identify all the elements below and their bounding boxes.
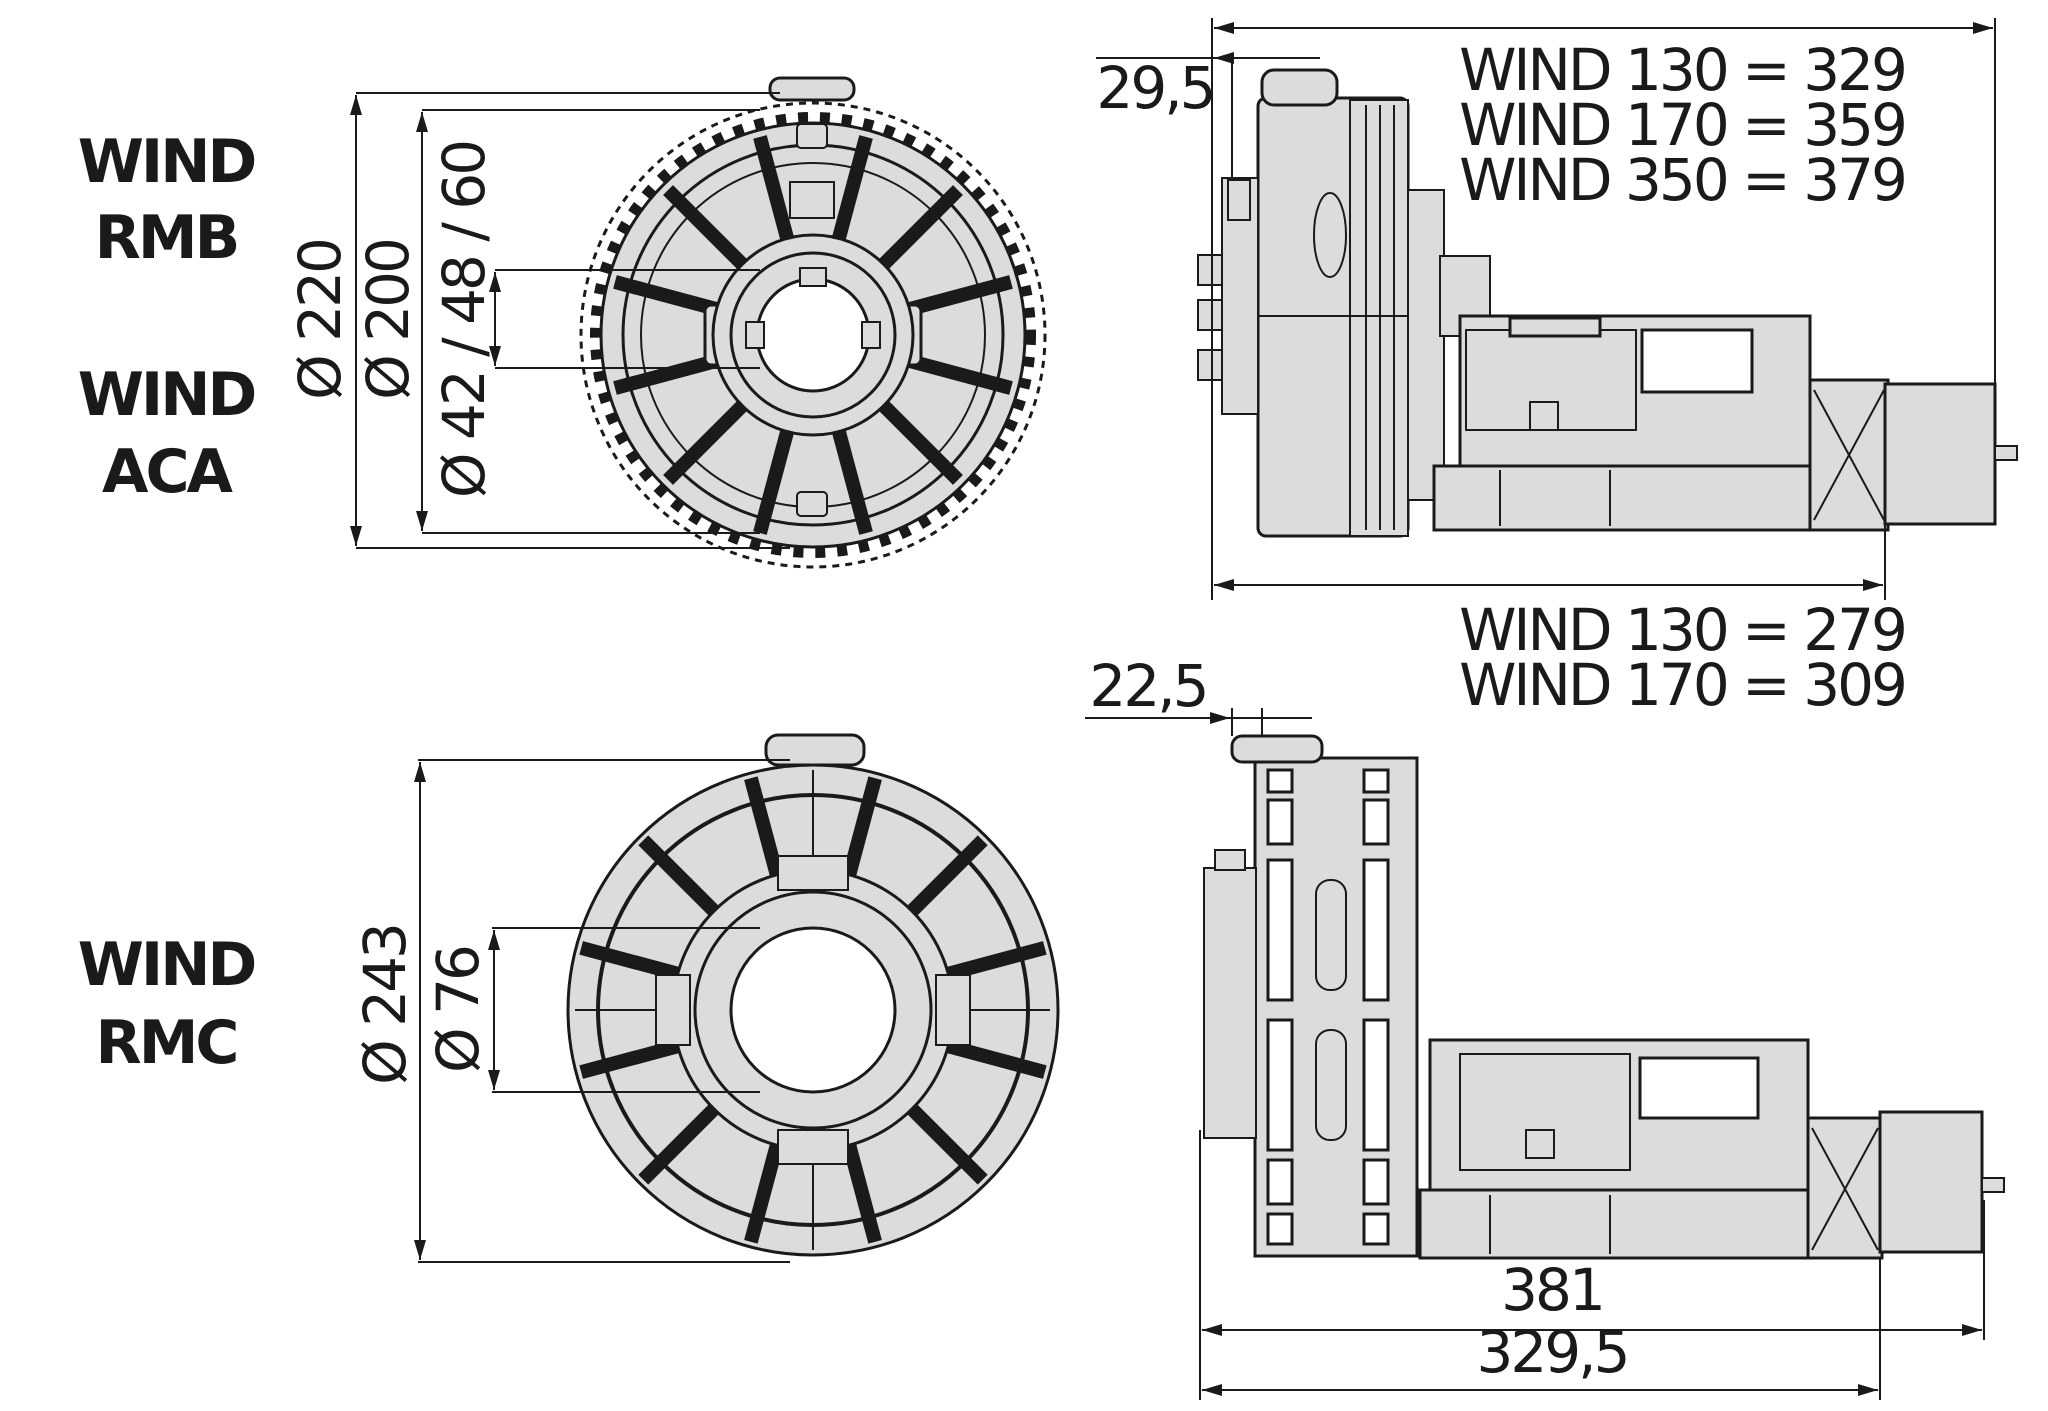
top-side-clamp-2 [1197,299,1223,331]
dim-rmc-length-a: 381 [1501,1256,1603,1324]
dim-rmc-length-b: 329,5 [1476,1318,1627,1386]
hub-ring [729,251,897,419]
shaft-key-top [799,267,827,287]
rmc-side-motor-barrel [1418,1188,1818,1260]
rmc-side-motor-cover [1638,1056,1760,1120]
top-side-slot [1313,192,1347,278]
label-wind-rmb-line2: RMB [95,203,238,273]
outer-envelope-dashed [579,101,1047,569]
label-wind-rmb-line1: WIND [78,127,255,197]
rmc-side-endcap [1878,1110,1984,1254]
top-side-clamp-1 [1197,254,1223,286]
top-side-bolt [1227,179,1251,221]
top-side-shaft-end [1994,445,2018,461]
top-side-gear [1407,189,1445,501]
top-side-view [1197,68,2018,538]
rmc-side-flange [1203,867,1257,1139]
rmc-hub-lug-bottom [777,1129,849,1165]
dim-rmc-outer-diameter: Ø 243 [351,925,419,1085]
rmc-side-center-slot [1315,879,1347,991]
top-side-brake-cross [1813,389,1885,521]
rmc-side-brake-cross [1811,1127,1879,1251]
bottom-side-view [1203,734,2005,1260]
rmc-hub-lug-top [777,855,849,891]
rmc-drum-spokes [579,776,1047,1244]
top-side-clamp-3 [1197,349,1223,381]
top-bolt [796,123,828,149]
dim-top-drum-diameter: Ø 200 [354,240,422,400]
dim-top-overall-length-1: WIND 130 = 329 [1459,36,1905,104]
dim-rmc-side-offset: 22,5 [1089,652,1206,720]
dim-rmc-shaft-diameter: Ø 76 [424,947,492,1073]
rmc-hub-ring [693,890,933,1130]
top-bracket [789,181,835,219]
shaft-key-right [861,321,881,349]
rmc-hub-lug-left [655,974,691,1046]
top-side-endcap [1883,382,1997,526]
top-side-dimensions: 29,5 WIND 130 = 329 WIND 170 = 359 WIND … [1096,18,1996,719]
top-side-motor-barrel [1432,464,1816,532]
label-wind-aca-line2: ACA [102,437,233,507]
top-side-cap [1260,68,1339,107]
label-wind-rmc-line2: RMC [96,1008,237,1078]
bottom-front-view [566,733,1060,1257]
rmc-side-cap [1230,734,1324,764]
dim-top-lower-length-2: WIND 170 = 309 [1459,651,1905,719]
top-front-dimensions: Ø 220 Ø 200 Ø 42 / 48 / 60 [286,92,790,549]
rmc-hub-lug-right [935,974,971,1046]
rmc-side-motor-knob [1525,1129,1555,1159]
shaft-bore [755,277,871,393]
label-wind-rmc-line1: WIND [78,930,255,1000]
rmc-side-center-slot-2 [1315,1029,1347,1141]
dim-top-outer-diameter: Ø 220 [286,240,354,400]
rmc-shaft-bore [729,926,897,1094]
bottom-bolt [796,491,828,517]
bottom-side-dimensions: 22,5 381 329,5 [1085,652,1985,1400]
top-side-motor-cover [1640,328,1754,394]
top-side-motor-knob [1529,401,1559,431]
rmc-side-flange-top [1214,849,1246,871]
model-labels: WIND RMB WIND ACA WIND RMC [78,127,258,1078]
top-cap [768,76,856,102]
label-wind-aca-line1: WIND [78,360,255,430]
bottom-front-dimensions: Ø 243 Ø 76 [351,759,790,1263]
dim-top-lower-length-1: WIND 130 = 279 [1459,596,1905,664]
top-side-handle [1508,316,1602,338]
dim-top-overall-length-3: WIND 350 = 379 [1459,146,1905,214]
top-front-view [579,76,1047,569]
shaft-key-left [745,321,765,349]
gear-teeth-ring [590,112,1036,558]
drum-spokes [613,135,1013,535]
dim-top-overall-length-2: WIND 170 = 359 [1459,91,1905,159]
dim-top-side-offset: 29,5 [1096,54,1213,122]
rmc-side-slots [1266,768,1390,1246]
dim-top-shaft-diameter: Ø 42 / 48 / 60 [430,142,498,498]
rmc-side-shaft-end [1981,1177,2005,1193]
